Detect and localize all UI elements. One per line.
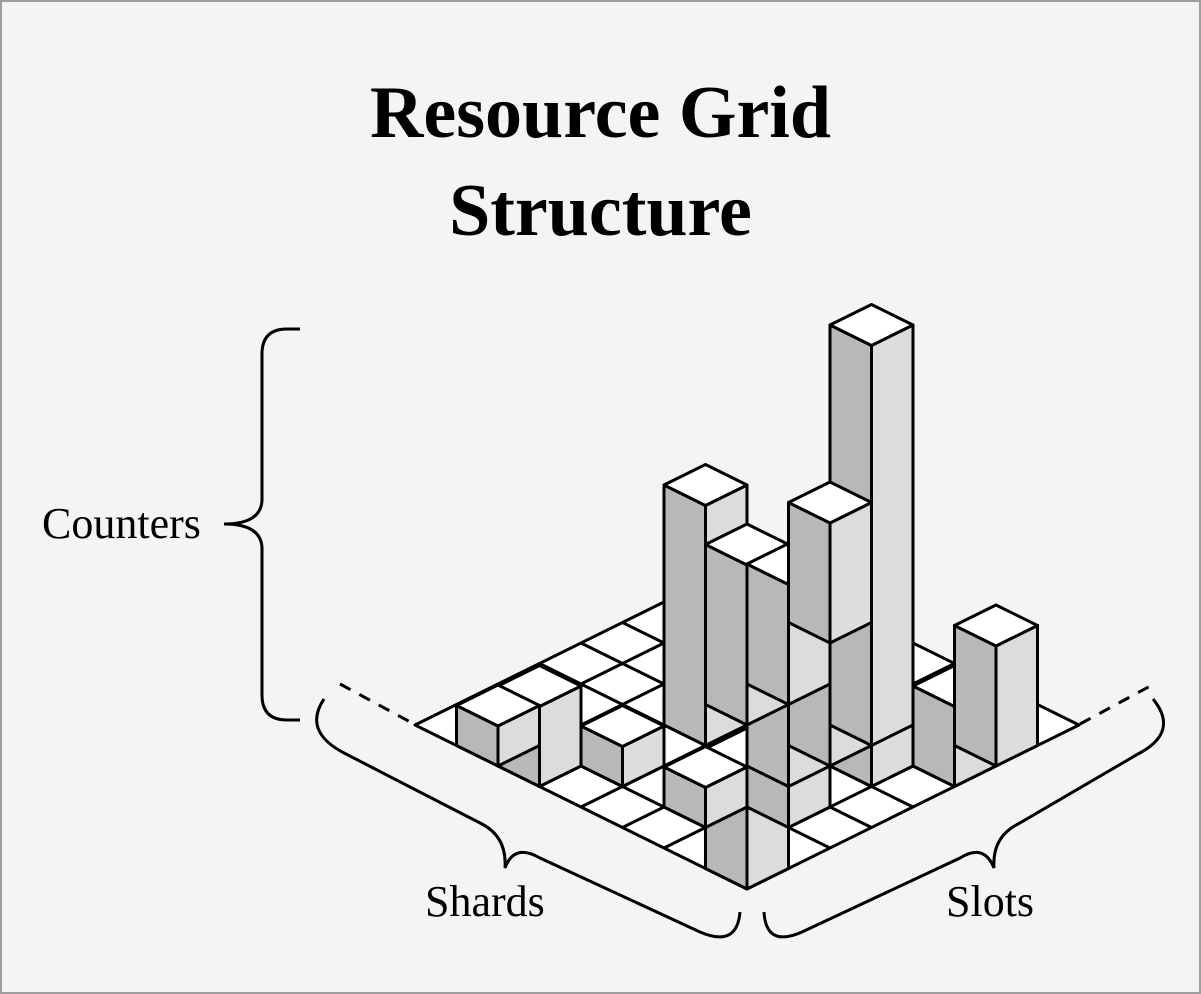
counter-column xyxy=(579,704,666,788)
slots-label: Slots xyxy=(946,877,1035,926)
column-left-face xyxy=(704,543,749,727)
diagram-title: Resource Grid Structure xyxy=(2,64,1199,260)
counter-column xyxy=(455,683,541,768)
column-top-face xyxy=(579,704,666,748)
slots-brace xyxy=(762,698,1165,939)
column-right-face xyxy=(828,501,873,645)
column-right-face xyxy=(870,323,915,747)
column-top-face xyxy=(953,603,1039,648)
column-left-face xyxy=(745,562,790,706)
title-line-2: Structure xyxy=(449,170,752,252)
counter-column xyxy=(662,745,749,829)
column-left-face xyxy=(787,501,832,645)
slots-continuation-dashes xyxy=(1079,682,1155,726)
column-right-face xyxy=(994,624,1039,768)
counter-column xyxy=(787,480,873,645)
column-top-face xyxy=(662,463,749,507)
column-top-face xyxy=(828,303,915,347)
counters-brace xyxy=(223,327,300,722)
grid-columns xyxy=(455,303,1039,891)
column-top-face xyxy=(787,480,873,525)
shards-brace xyxy=(315,698,742,939)
column-left-face xyxy=(662,483,707,747)
column-top-face xyxy=(455,683,541,728)
column-left-face xyxy=(953,624,998,768)
shards-label: Shards xyxy=(425,877,545,926)
shards-continuation-dashes xyxy=(339,682,415,726)
title-line-1: Resource Grid xyxy=(369,72,832,154)
counters-label: Counters xyxy=(42,499,201,548)
counter-column xyxy=(953,603,1039,768)
